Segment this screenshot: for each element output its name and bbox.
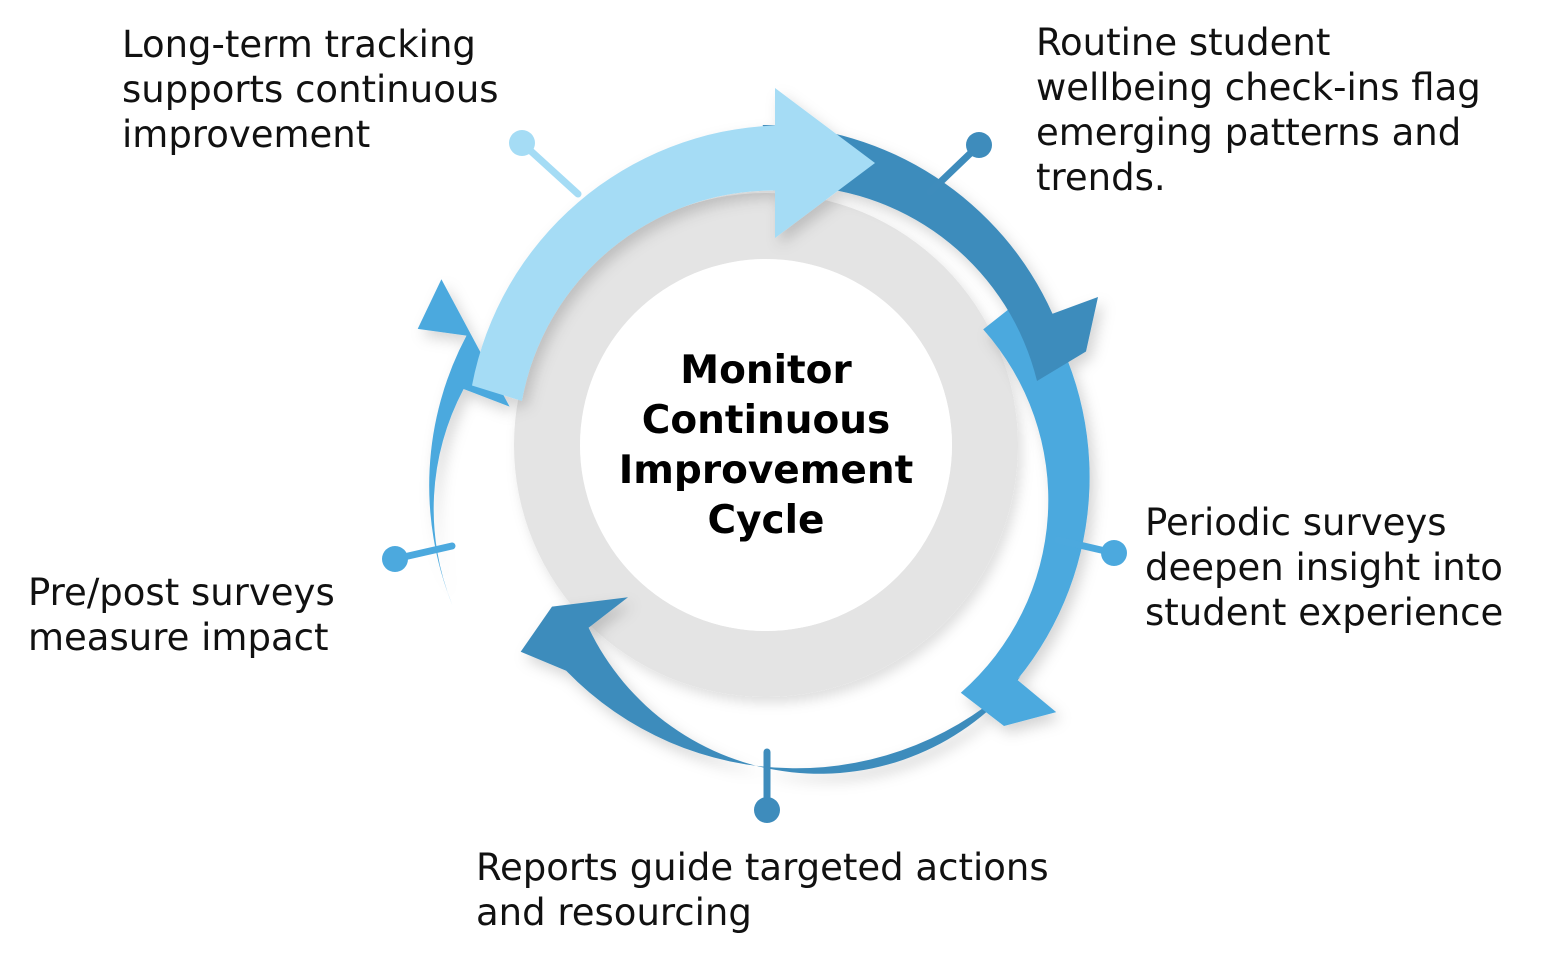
connector-bottom: [754, 748, 780, 823]
connector-top-right: [926, 132, 992, 196]
connector-dot-bottom[interactable]: [754, 797, 780, 823]
callout-left: Pre/post surveys measure impact: [28, 571, 335, 660]
center-label-line-4: Cycle: [707, 497, 825, 543]
segment-top-left[interactable]: [472, 88, 875, 401]
connector-dot-right[interactable]: [1101, 540, 1127, 566]
connector-left: [382, 542, 456, 572]
connector-right: [1054, 536, 1127, 566]
callout-bottom: Reports guide targeted actions and resou…: [476, 846, 1049, 935]
segment-left[interactable]: [417, 279, 510, 606]
segment-top-right[interactable]: [762, 125, 1099, 381]
segment-right[interactable]: [960, 291, 1090, 726]
center-label-line-3: Improvement: [618, 448, 914, 493]
callout-top-left: Long-term tracking supports continuous i…: [122, 23, 499, 157]
connector-dot-left[interactable]: [382, 546, 408, 572]
inner-white-disc: [580, 259, 952, 631]
segment-bottom[interactable]: [520, 597, 1021, 774]
connector-top-left: [509, 130, 582, 198]
callout-top-right: Routine student wellbeing check-ins flag…: [1036, 21, 1481, 200]
connector-dot-top-right[interactable]: [966, 132, 992, 158]
center-label-line-2: Continuous: [641, 398, 891, 444]
center-label-line-1: Monitor: [680, 348, 852, 394]
center-label: Monitor Continuous Improvement Cycle: [566, 336, 966, 556]
connector-dot-top-left[interactable]: [509, 130, 535, 156]
callout-right: Periodic surveys deepen insight into stu…: [1145, 501, 1504, 635]
